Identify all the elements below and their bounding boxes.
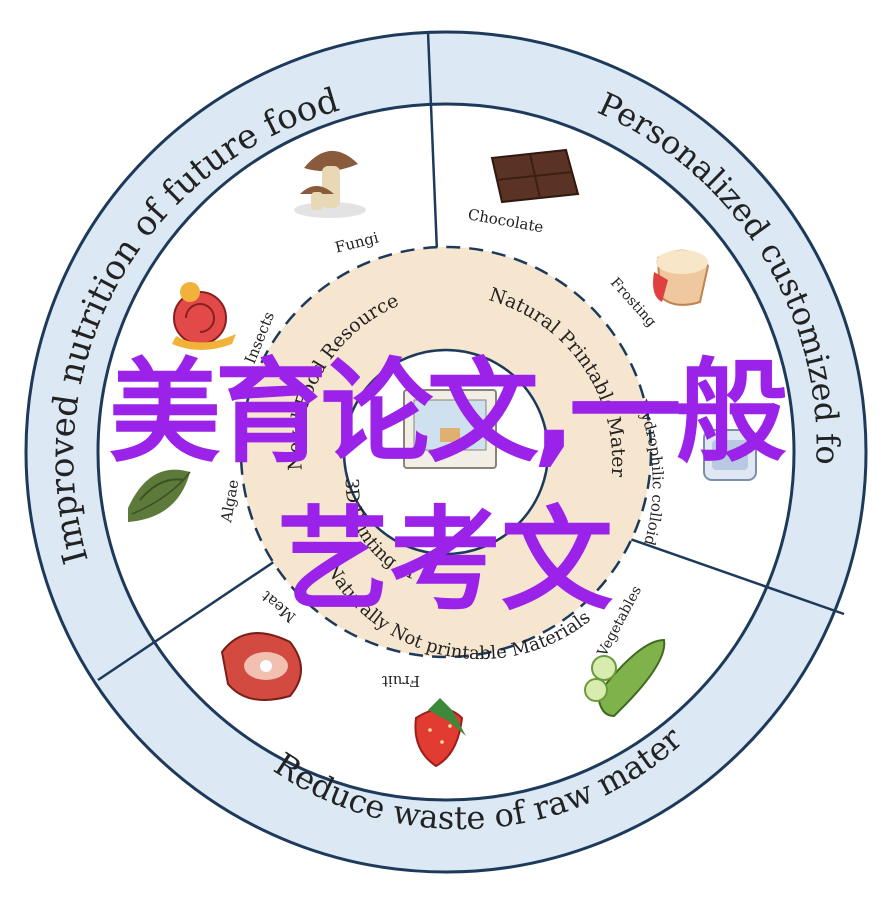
overlay-text-line1: 美育论文,一般 [108, 348, 788, 478]
cucumber-icon [584, 638, 666, 718]
meat-icon [220, 632, 302, 701]
algae-icon [128, 469, 191, 522]
strawberry-icon [414, 698, 466, 768]
overlay-text-line2: 艺考文 [277, 496, 613, 626]
jelly-icon [703, 429, 757, 481]
frosting-icon [653, 249, 710, 306]
snail-icon [172, 282, 236, 350]
printer-icon [403, 389, 497, 469]
label-fruit: Fruit [382, 672, 420, 690]
chocolate-icon [490, 148, 580, 204]
mushroom-icon [294, 150, 366, 218]
